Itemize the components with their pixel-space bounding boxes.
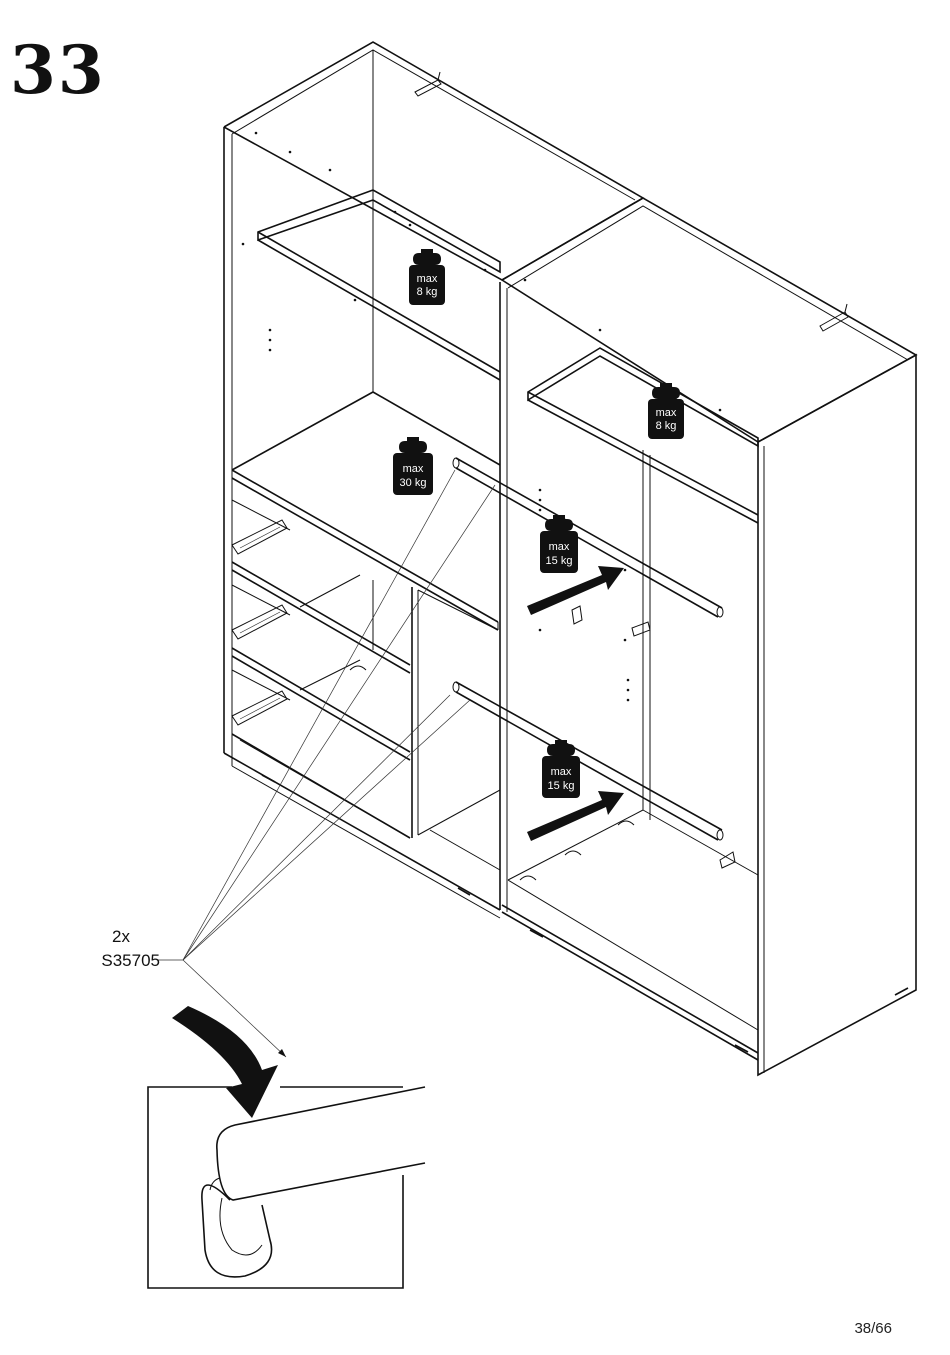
weight-label-line2: 8 kg <box>655 420 677 432</box>
weight-label-line1: max <box>548 541 570 553</box>
clothes-rail-lower <box>452 681 724 841</box>
drawer-slide-3 <box>231 690 288 726</box>
weight-label-line2: 30 kg <box>399 477 427 489</box>
part-code: S35705 <box>101 951 160 970</box>
weight-label-line2: 15 kg <box>547 780 575 792</box>
weight-label-line1: max <box>550 766 572 778</box>
weight-label-line2: 15 kg <box>545 555 573 567</box>
right-cabinet <box>501 197 918 1077</box>
top-fitting-icon <box>414 71 849 332</box>
weight-icon-upper-right: max 8 kg <box>646 383 686 441</box>
drawer-slide-1 <box>231 519 288 555</box>
page-number: 38/66 <box>854 1320 892 1337</box>
weight-icon-upper-rail: max 15 kg <box>538 515 580 575</box>
weight-label-line1: max <box>416 273 438 285</box>
weight-icon-lower-rail: max 15 kg <box>540 740 582 800</box>
rail-bracket-icon <box>349 605 736 881</box>
weight-icon-upper-left: max 8 kg <box>407 249 447 307</box>
weight-label-line2: 8 kg <box>416 286 438 298</box>
part-callout: 2x S35705 <box>80 925 160 973</box>
weight-label-line1: max <box>402 463 424 475</box>
drawer-slide-2 <box>231 604 288 640</box>
arrow-icon <box>527 566 624 841</box>
callout-leaders <box>158 469 496 1058</box>
part-quantity: 2x <box>112 927 130 946</box>
clothes-rail-upper <box>452 457 724 618</box>
detail-inset <box>147 1006 426 1289</box>
weight-icon-middle-shelf: max 30 kg <box>391 437 435 497</box>
step-number: 33 <box>10 31 106 109</box>
weight-label-line1: max <box>655 407 677 419</box>
